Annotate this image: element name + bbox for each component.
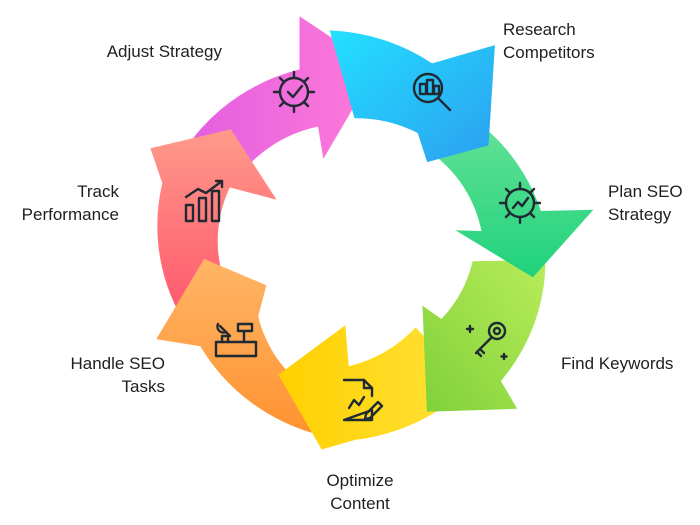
gear-check-icon [272,70,316,114]
magnifier-building-icon [412,72,452,112]
segment-optimize-content [278,325,470,450]
segment-find-keywords [422,260,546,412]
label-handle-seo-tasks: Handle SEO Tasks [30,352,166,398]
gear-chart-icon [498,181,542,225]
label-line: Handle SEO [70,354,166,373]
label-adjust-strategy: Adjust Strategy [60,40,222,63]
label-line: Content [330,494,390,513]
toolbox-icon [214,322,258,358]
label-line: Track [77,182,119,201]
bar-chart-icon [184,179,224,223]
label-optimize-content: Optimize Content [300,469,420,515]
label-line: Tasks [121,377,165,396]
label-line: Adjust Strategy [106,42,222,61]
label-line: Optimize [326,471,394,490]
segment-handle-seo-tasks [156,258,319,435]
label-line: Strategy [608,205,672,224]
key-sparkle-icon [465,321,508,361]
segment-adjust-strategy [191,16,377,177]
segment-track-performance [150,129,277,310]
label-line: Competitors [503,43,595,62]
label-line: Plan SEO [608,182,683,201]
document-pen-icon [342,378,384,422]
label-track-performance: Track Performance [0,180,119,226]
label-plan-seo-strategy: Plan SEO Strategy [608,180,683,226]
label-line: Performance [21,205,119,224]
label-line: Research [503,20,576,39]
segment-research-competitors [329,30,495,163]
label-line: Find Keywords [561,354,674,373]
label-find-keywords: Find Keywords [561,352,673,375]
label-research-competitors: Research Competitors [503,18,595,64]
